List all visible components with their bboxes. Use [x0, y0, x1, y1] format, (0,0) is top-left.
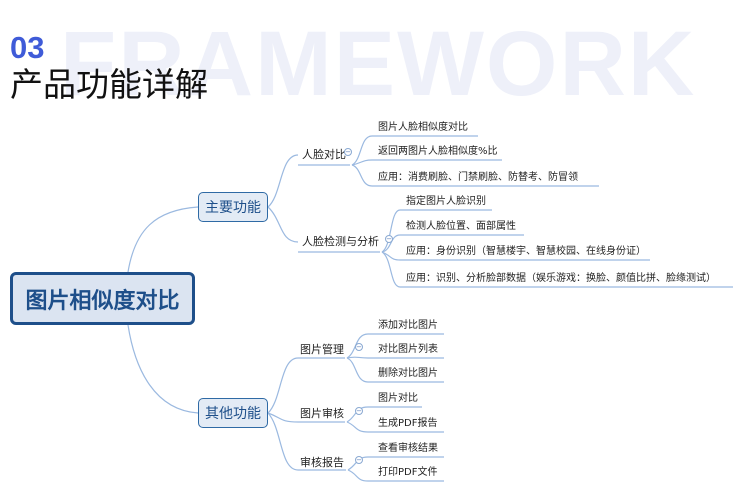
leaf-node[interactable]: 删除对比图片	[378, 368, 438, 379]
leaf-node[interactable]: 生成PDF报告	[378, 418, 438, 429]
mindmap-root[interactable]: 图片相似度对比	[10, 272, 195, 325]
leaf-node[interactable]: 打印PDF文件	[378, 467, 438, 478]
leaf-node[interactable]: 检测人脸位置、面部属性	[406, 221, 516, 232]
collapse-icon[interactable]: −	[385, 235, 393, 243]
node-face-compare[interactable]: 人脸对比	[302, 148, 346, 161]
collapse-icon[interactable]: −	[355, 456, 363, 464]
section-number: 03	[10, 30, 45, 65]
collapse-icon[interactable]: −	[355, 343, 363, 351]
branch-main-features[interactable]: 主要功能	[198, 192, 268, 222]
leaf-node[interactable]: 应用：身份识别（智慧楼宇、智慧校园、在线身份证）	[406, 246, 646, 257]
branch-other-features[interactable]: 其他功能	[198, 398, 268, 428]
node-review-report[interactable]: 审核报告	[300, 456, 344, 469]
leaf-node[interactable]: 应用：消费刷脸、门禁刷脸、防替考、防冒领	[378, 172, 578, 183]
node-image-manage[interactable]: 图片管理	[300, 343, 344, 356]
leaf-node[interactable]: 查看审核结果	[378, 443, 438, 454]
watermark-text: FRAMEWORK	[60, 13, 697, 115]
leaf-node[interactable]: 添加对比图片	[378, 320, 438, 331]
leaf-node[interactable]: 图片人脸相似度对比	[378, 122, 468, 133]
leaf-node[interactable]: 指定图片人脸识别	[406, 196, 486, 207]
leaf-node[interactable]: 应用：识别、分析脸部数据（娱乐游戏：换脸、颜值比拼、脸缘测试）	[406, 273, 716, 284]
leaf-node[interactable]: 图片对比	[378, 393, 418, 404]
collapse-icon[interactable]: −	[355, 407, 363, 415]
leaf-node[interactable]: 返回两图片人脸相似度%比	[378, 146, 498, 157]
node-face-detect[interactable]: 人脸检测与分析	[302, 235, 379, 248]
leaf-node[interactable]: 对比图片列表	[378, 344, 438, 355]
node-image-review[interactable]: 图片审核	[300, 407, 344, 420]
section-title: 产品功能详解	[10, 65, 208, 104]
collapse-icon[interactable]: −	[344, 148, 352, 156]
